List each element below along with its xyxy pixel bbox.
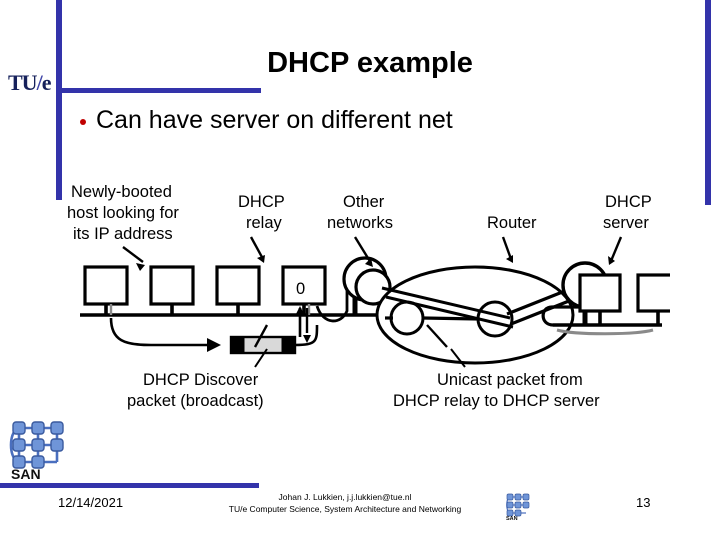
- tue-logo-tu: TU: [8, 70, 38, 95]
- accent-line-right: [705, 0, 711, 205]
- diagram-label-host-line2: host looking for: [67, 204, 179, 222]
- footer-author: Johan J. Lukkien, j.j.lukkien@tue.nl: [278, 492, 412, 502]
- san-logo: SAN: [8, 414, 70, 480]
- page-number: 13: [636, 495, 651, 510]
- diagram-label-other-line1: Other: [343, 193, 385, 211]
- diagram-label-other-line2: networks: [327, 214, 393, 232]
- bullet-dot-icon: [80, 118, 86, 125]
- tue-logo-e: e: [41, 70, 52, 95]
- san-logo-label: SAN: [11, 466, 41, 480]
- diagram-label-relay-line1: DHCP: [238, 193, 285, 211]
- diagram-label-relay-line2: relay: [246, 214, 283, 232]
- dhcp-network-diagram: Newly-booted host looking for its IP add…: [55, 175, 670, 415]
- bullet-item: Can have server on different net: [80, 106, 680, 135]
- bullet-item-label: Can have server on different net: [96, 106, 453, 134]
- accent-line-footer: [0, 483, 259, 488]
- diagram-relay-box-value: 0: [296, 280, 305, 298]
- footer-san-logo: SAN: [505, 492, 531, 522]
- diagram-label-host-line3: its IP address: [73, 225, 173, 243]
- diagram-label-server-line1: DHCP: [605, 193, 652, 211]
- page-title: DHCP example: [267, 47, 473, 79]
- accent-line-left: [56, 0, 62, 200]
- accent-line-title-underline: [56, 88, 261, 93]
- diagram-label-unicast-line1: Unicast packet from: [437, 371, 583, 389]
- diagram-label-router: Router: [487, 214, 537, 232]
- tue-logo-slash: /: [36, 70, 43, 95]
- tue-logo: TU/e: [8, 70, 52, 95]
- footer-affiliation: TU/e Computer Science, System Architectu…: [228, 504, 462, 515]
- diagram-label-discover-line1: DHCP Discover: [143, 371, 259, 389]
- footer-date: 12/14/2021: [58, 495, 124, 510]
- diagram-label-host-line1: Newly-booted: [71, 183, 172, 201]
- diagram-label-unicast-line2: DHCP relay to DHCP server: [393, 392, 600, 410]
- footer-san-logo-label: SAN: [506, 516, 518, 520]
- footer-credits: Johan J. Lukkien, j.j.lukkien@tue.nl TU/…: [190, 491, 500, 516]
- diagram-label-server-line2: server: [603, 214, 649, 232]
- diagram-label-discover-line2: packet (broadcast): [127, 392, 264, 410]
